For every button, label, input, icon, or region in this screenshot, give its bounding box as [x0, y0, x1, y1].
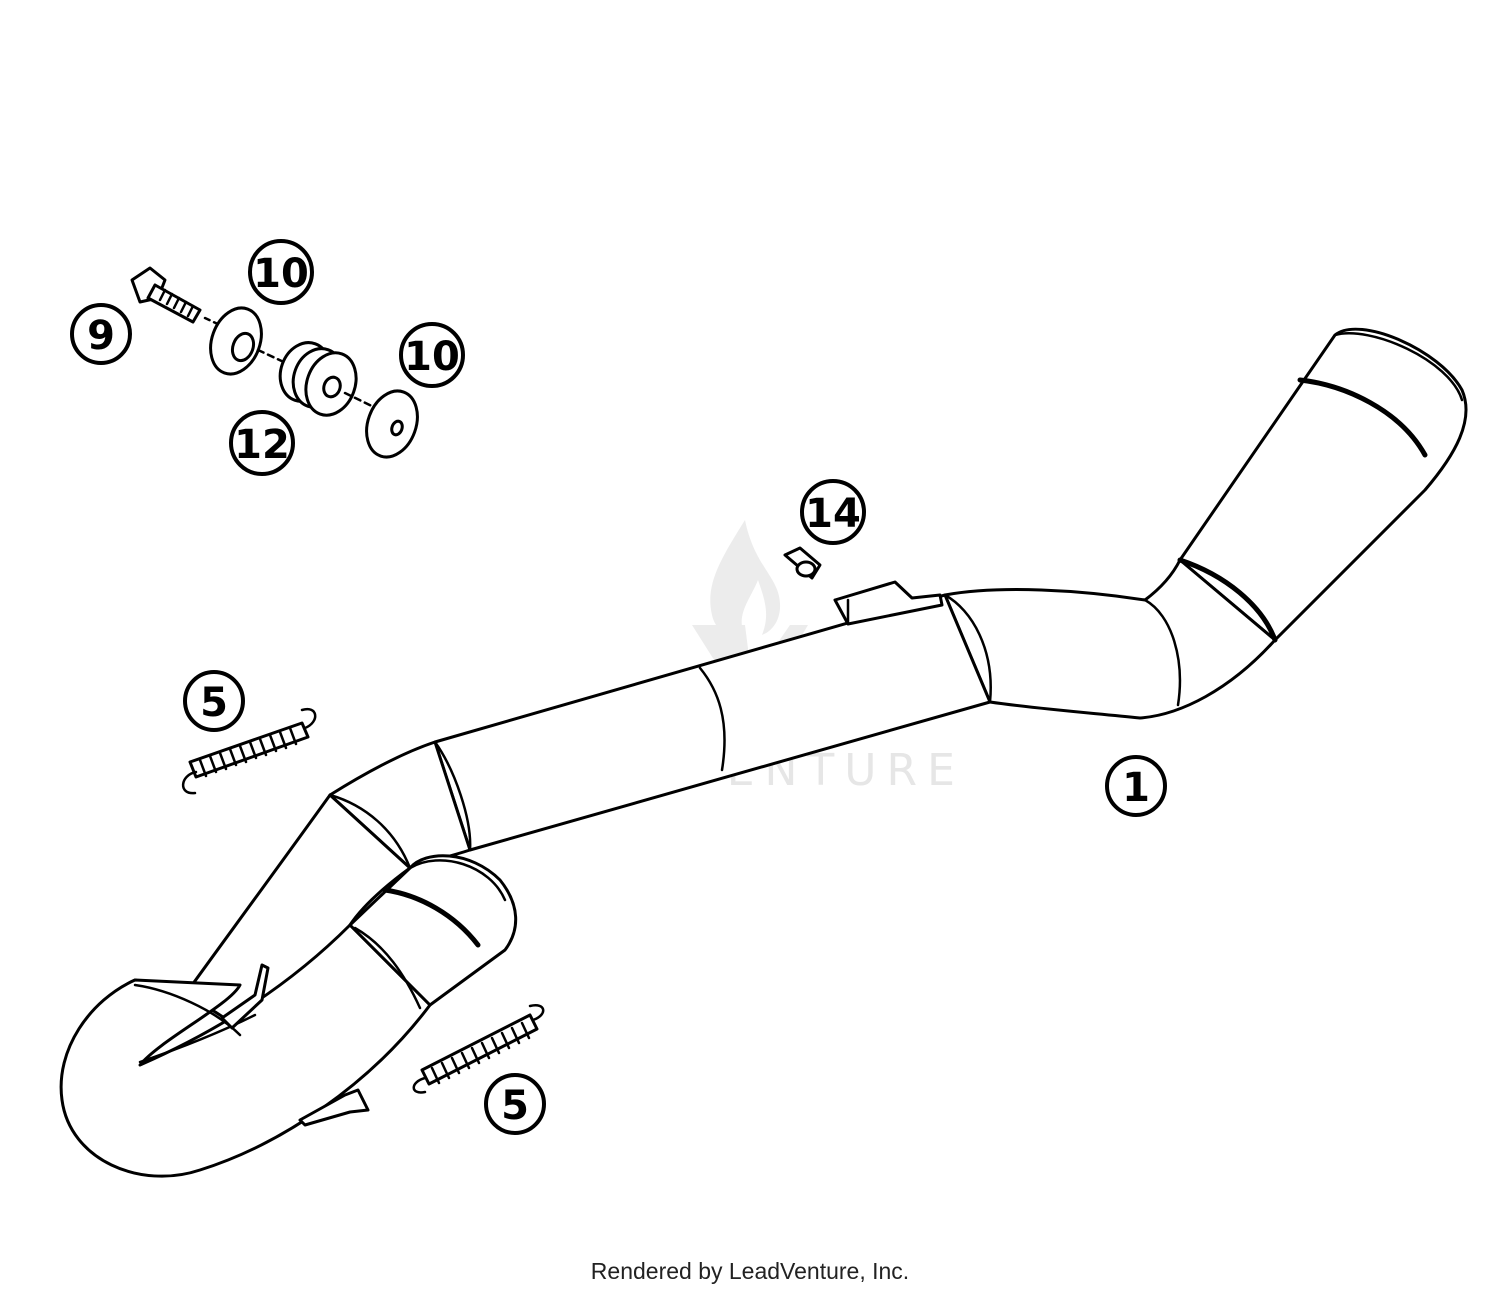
callout-label-9: 9 — [87, 313, 115, 359]
callout-5-upper: 5 — [183, 670, 245, 732]
callout-label-10-lower: 10 — [404, 334, 460, 380]
washer-upper[interactable] — [202, 301, 290, 381]
washer-lower[interactable] — [358, 384, 426, 464]
rubber-grommet[interactable] — [272, 336, 382, 423]
pipe-outlet-cone — [1178, 327, 1468, 642]
pipe-spring-hook-lower — [298, 1088, 370, 1127]
tension-spring-lower[interactable] — [412, 1004, 545, 1094]
callout-label-12: 12 — [234, 422, 290, 468]
callout-10-lower: 10 — [399, 322, 465, 388]
callout-10-upper: 10 — [248, 239, 314, 305]
callout-5-lower: 5 — [484, 1073, 546, 1135]
callout-9: 9 — [70, 303, 132, 365]
callout-label-14: 14 — [805, 491, 861, 537]
pipe-upper-bracket — [833, 580, 944, 626]
callout-14: 14 — [800, 479, 866, 545]
pipe-bend-upper — [943, 558, 1277, 720]
callout-label-1: 1 — [1122, 765, 1150, 811]
plug-nut[interactable] — [783, 546, 822, 580]
callout-12: 12 — [229, 410, 295, 476]
tension-spring-upper[interactable] — [181, 707, 317, 795]
pipe-spring-hook-upper — [220, 963, 270, 1030]
callout-1: 1 — [1105, 755, 1167, 817]
callout-label-10-upper: 10 — [253, 251, 309, 297]
callout-label-5-lower: 5 — [501, 1083, 529, 1129]
exhaust-header-pipe[interactable] — [59, 327, 1468, 1178]
footer-credit: Rendered by LeadVenture, Inc. — [590, 1258, 910, 1284]
watermark-flame-icon — [710, 520, 781, 638]
bolt[interactable] — [130, 266, 224, 328]
callout-label-5-upper: 5 — [200, 680, 228, 726]
